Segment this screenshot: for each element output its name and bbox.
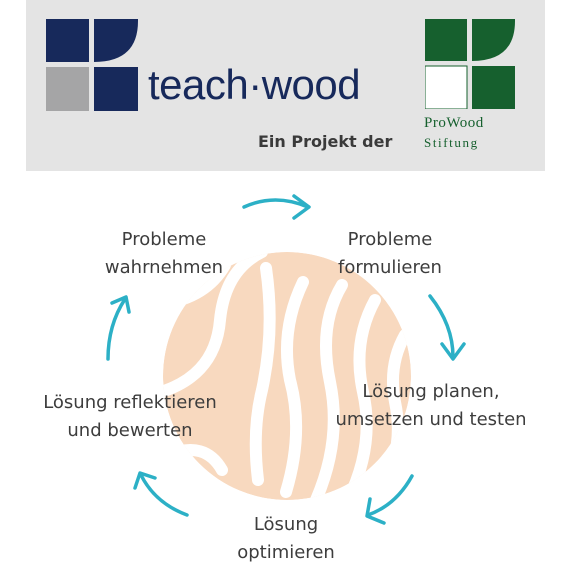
step-label-line: umsetzen und testen xyxy=(335,409,527,430)
logo-square-bottom-right xyxy=(94,67,138,111)
step-label-line: formulieren xyxy=(338,257,442,278)
step-label-line: wahrnehmen xyxy=(104,257,224,278)
logo-square-bottom-left xyxy=(46,67,89,111)
partner-name: ProWood xyxy=(424,115,484,131)
step-label-line: Lösung xyxy=(253,514,319,535)
logo-quarter-top-right xyxy=(94,19,138,62)
step-solution-reflect: Lösung reflektieren und bewerten xyxy=(14,389,246,445)
partner-subtitle: Stiftung xyxy=(424,135,479,150)
step-problems-formulate: Probleme formulieren xyxy=(307,226,473,282)
arrow-icon xyxy=(106,295,131,361)
grain-line xyxy=(280,276,309,498)
step-label-line: Lösung reflektieren xyxy=(43,392,217,413)
step-label-line: Probleme xyxy=(121,229,207,250)
arrow-icon xyxy=(133,471,189,517)
step-label-line: optimieren xyxy=(237,542,335,563)
arrow-icon xyxy=(242,194,311,220)
step-label-line: Lösung planen, xyxy=(362,381,500,402)
grain-line xyxy=(310,279,348,500)
step-solution-plan: Lösung planen, umsetzen und testen xyxy=(318,378,544,434)
teachwood-logo xyxy=(46,19,138,111)
arrow-icon xyxy=(428,294,466,361)
grain-line xyxy=(163,444,228,476)
prowood-logo xyxy=(425,19,515,109)
step-problems-perceive: Probleme wahrnehmen xyxy=(80,226,248,282)
prowood-quarter-top-right xyxy=(472,19,515,61)
prowood-square-bottom-right xyxy=(472,66,515,109)
grain-line xyxy=(249,262,276,486)
grain-line xyxy=(163,252,268,401)
prowood-square-bottom-left xyxy=(425,65,468,109)
grain-line xyxy=(342,294,381,500)
logo-square-top-left xyxy=(46,19,89,62)
partner-line: Ein Projekt der xyxy=(258,132,393,151)
cycle-arrows xyxy=(106,194,466,525)
prowood-square-top-left xyxy=(425,19,467,61)
step-label-line: Probleme xyxy=(347,229,433,250)
step-label-line: und bewerten xyxy=(67,420,193,441)
step-solution-optimize: Lösung optimieren xyxy=(203,511,369,567)
arrow-icon xyxy=(365,474,414,525)
brand-wordmark: teach·wood xyxy=(148,61,361,108)
wood-grain-disc xyxy=(163,252,411,500)
